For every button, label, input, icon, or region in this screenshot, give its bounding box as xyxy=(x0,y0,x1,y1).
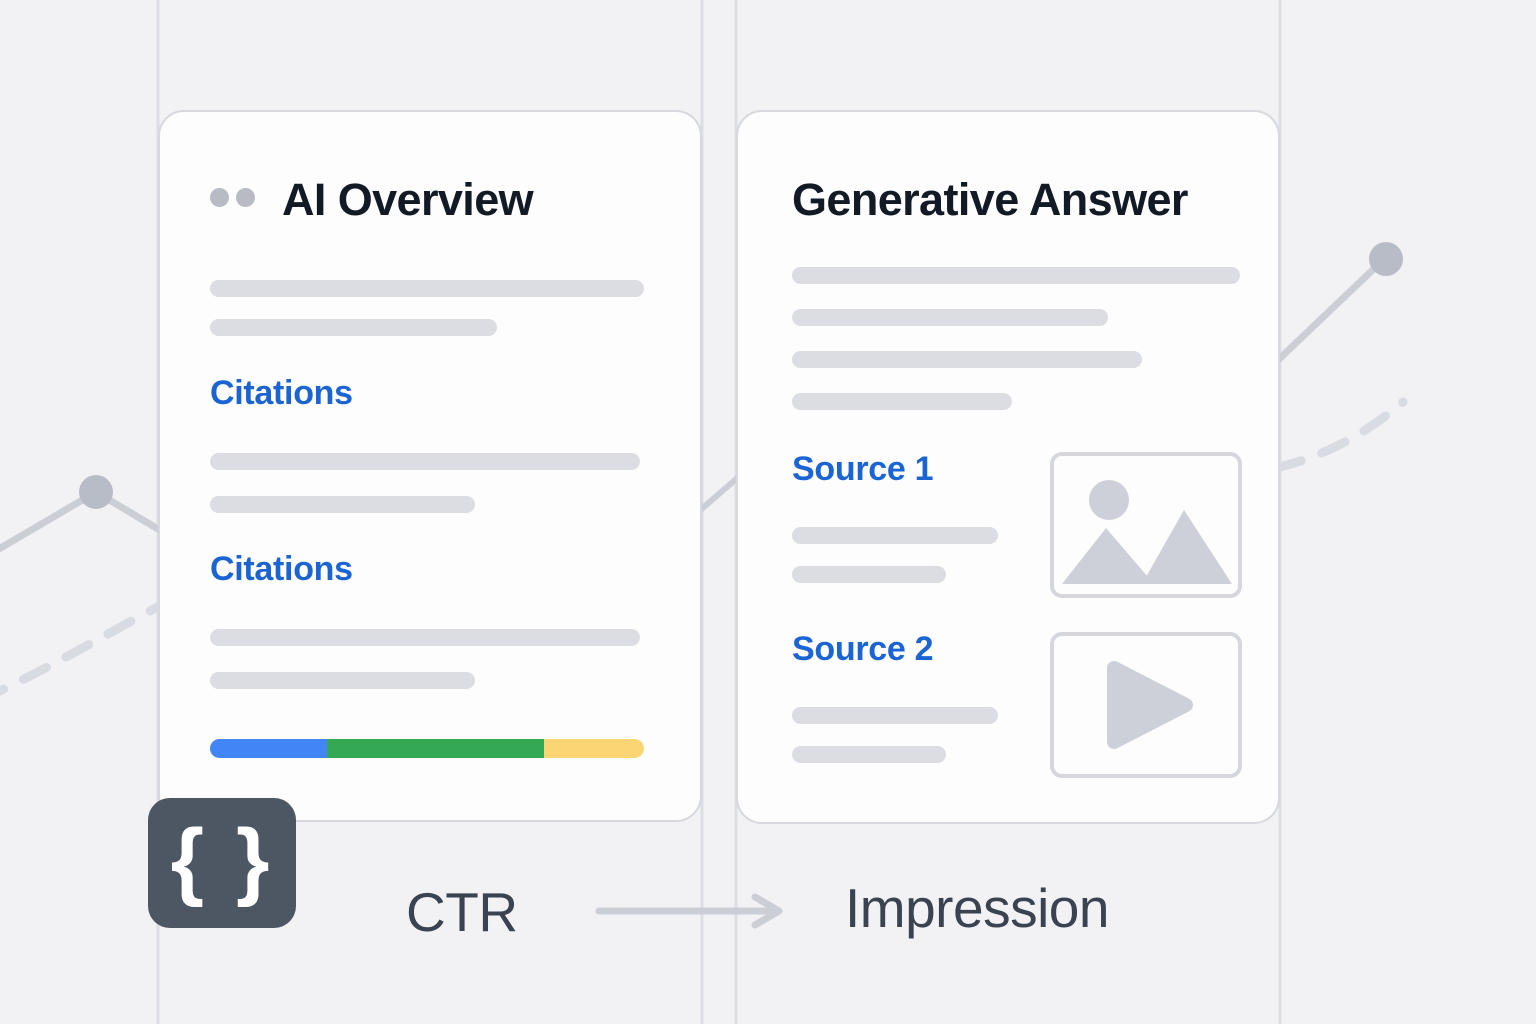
video-play-icon[interactable] xyxy=(1050,632,1242,778)
source-1-line-1 xyxy=(792,527,998,544)
answer-line-1 xyxy=(792,267,1240,284)
citation-1-line-2 xyxy=(210,496,475,513)
metric-ctr-label: CTR xyxy=(406,881,518,943)
summary-line-2 xyxy=(210,319,497,336)
decor-node-right xyxy=(1369,242,1403,276)
progress-segment-green xyxy=(327,739,545,758)
citation-1-line-1 xyxy=(210,453,640,470)
ai-overview-card[interactable]: AI Overview Citations Citations xyxy=(158,110,702,822)
citations-link-2[interactable]: Citations xyxy=(210,550,353,588)
source-2-line-2 xyxy=(792,746,946,763)
generative-answer-card[interactable]: Generative Answer Source 1 Source 2 xyxy=(736,110,1280,824)
ai-overview-dots-icon xyxy=(210,188,255,207)
summary-line-1 xyxy=(210,280,644,297)
ai-overview-title: AI Overview xyxy=(282,174,534,225)
progress-segment-yellow xyxy=(544,739,644,758)
play-triangle xyxy=(1107,661,1193,749)
decor-node-left xyxy=(79,475,113,509)
thumb-mountain-front xyxy=(1062,528,1154,584)
metric-impression-label: Impression xyxy=(845,877,1109,939)
generative-answer-title: Generative Answer xyxy=(792,174,1188,225)
code-braces-glyph: { } xyxy=(170,812,274,908)
dot-1 xyxy=(210,188,229,207)
thumb-sun xyxy=(1089,480,1129,520)
source-1-line-2 xyxy=(792,566,946,583)
source-link-1[interactable]: Source 1 xyxy=(792,450,934,488)
progress-segment-blue xyxy=(210,739,328,758)
citation-2-line-2 xyxy=(210,672,475,689)
answer-line-3 xyxy=(792,351,1142,368)
dot-2 xyxy=(236,188,255,207)
code-braces-icon[interactable]: { } xyxy=(148,798,296,928)
source-link-2[interactable]: Source 2 xyxy=(792,630,934,668)
decor-line-right xyxy=(1272,258,1385,366)
engagement-progress-bar[interactable] xyxy=(210,739,644,758)
decor-dashed-right xyxy=(1271,397,1408,473)
arrow-right-icon xyxy=(595,893,783,929)
citation-2-line-1 xyxy=(210,629,640,646)
image-placeholder-icon[interactable] xyxy=(1050,452,1242,598)
answer-line-4 xyxy=(792,393,1012,410)
source-2-line-1 xyxy=(792,707,998,724)
thumb-mountain-back xyxy=(1142,510,1232,584)
answer-line-2 xyxy=(792,309,1108,326)
citations-link-1[interactable]: Citations xyxy=(210,374,353,412)
